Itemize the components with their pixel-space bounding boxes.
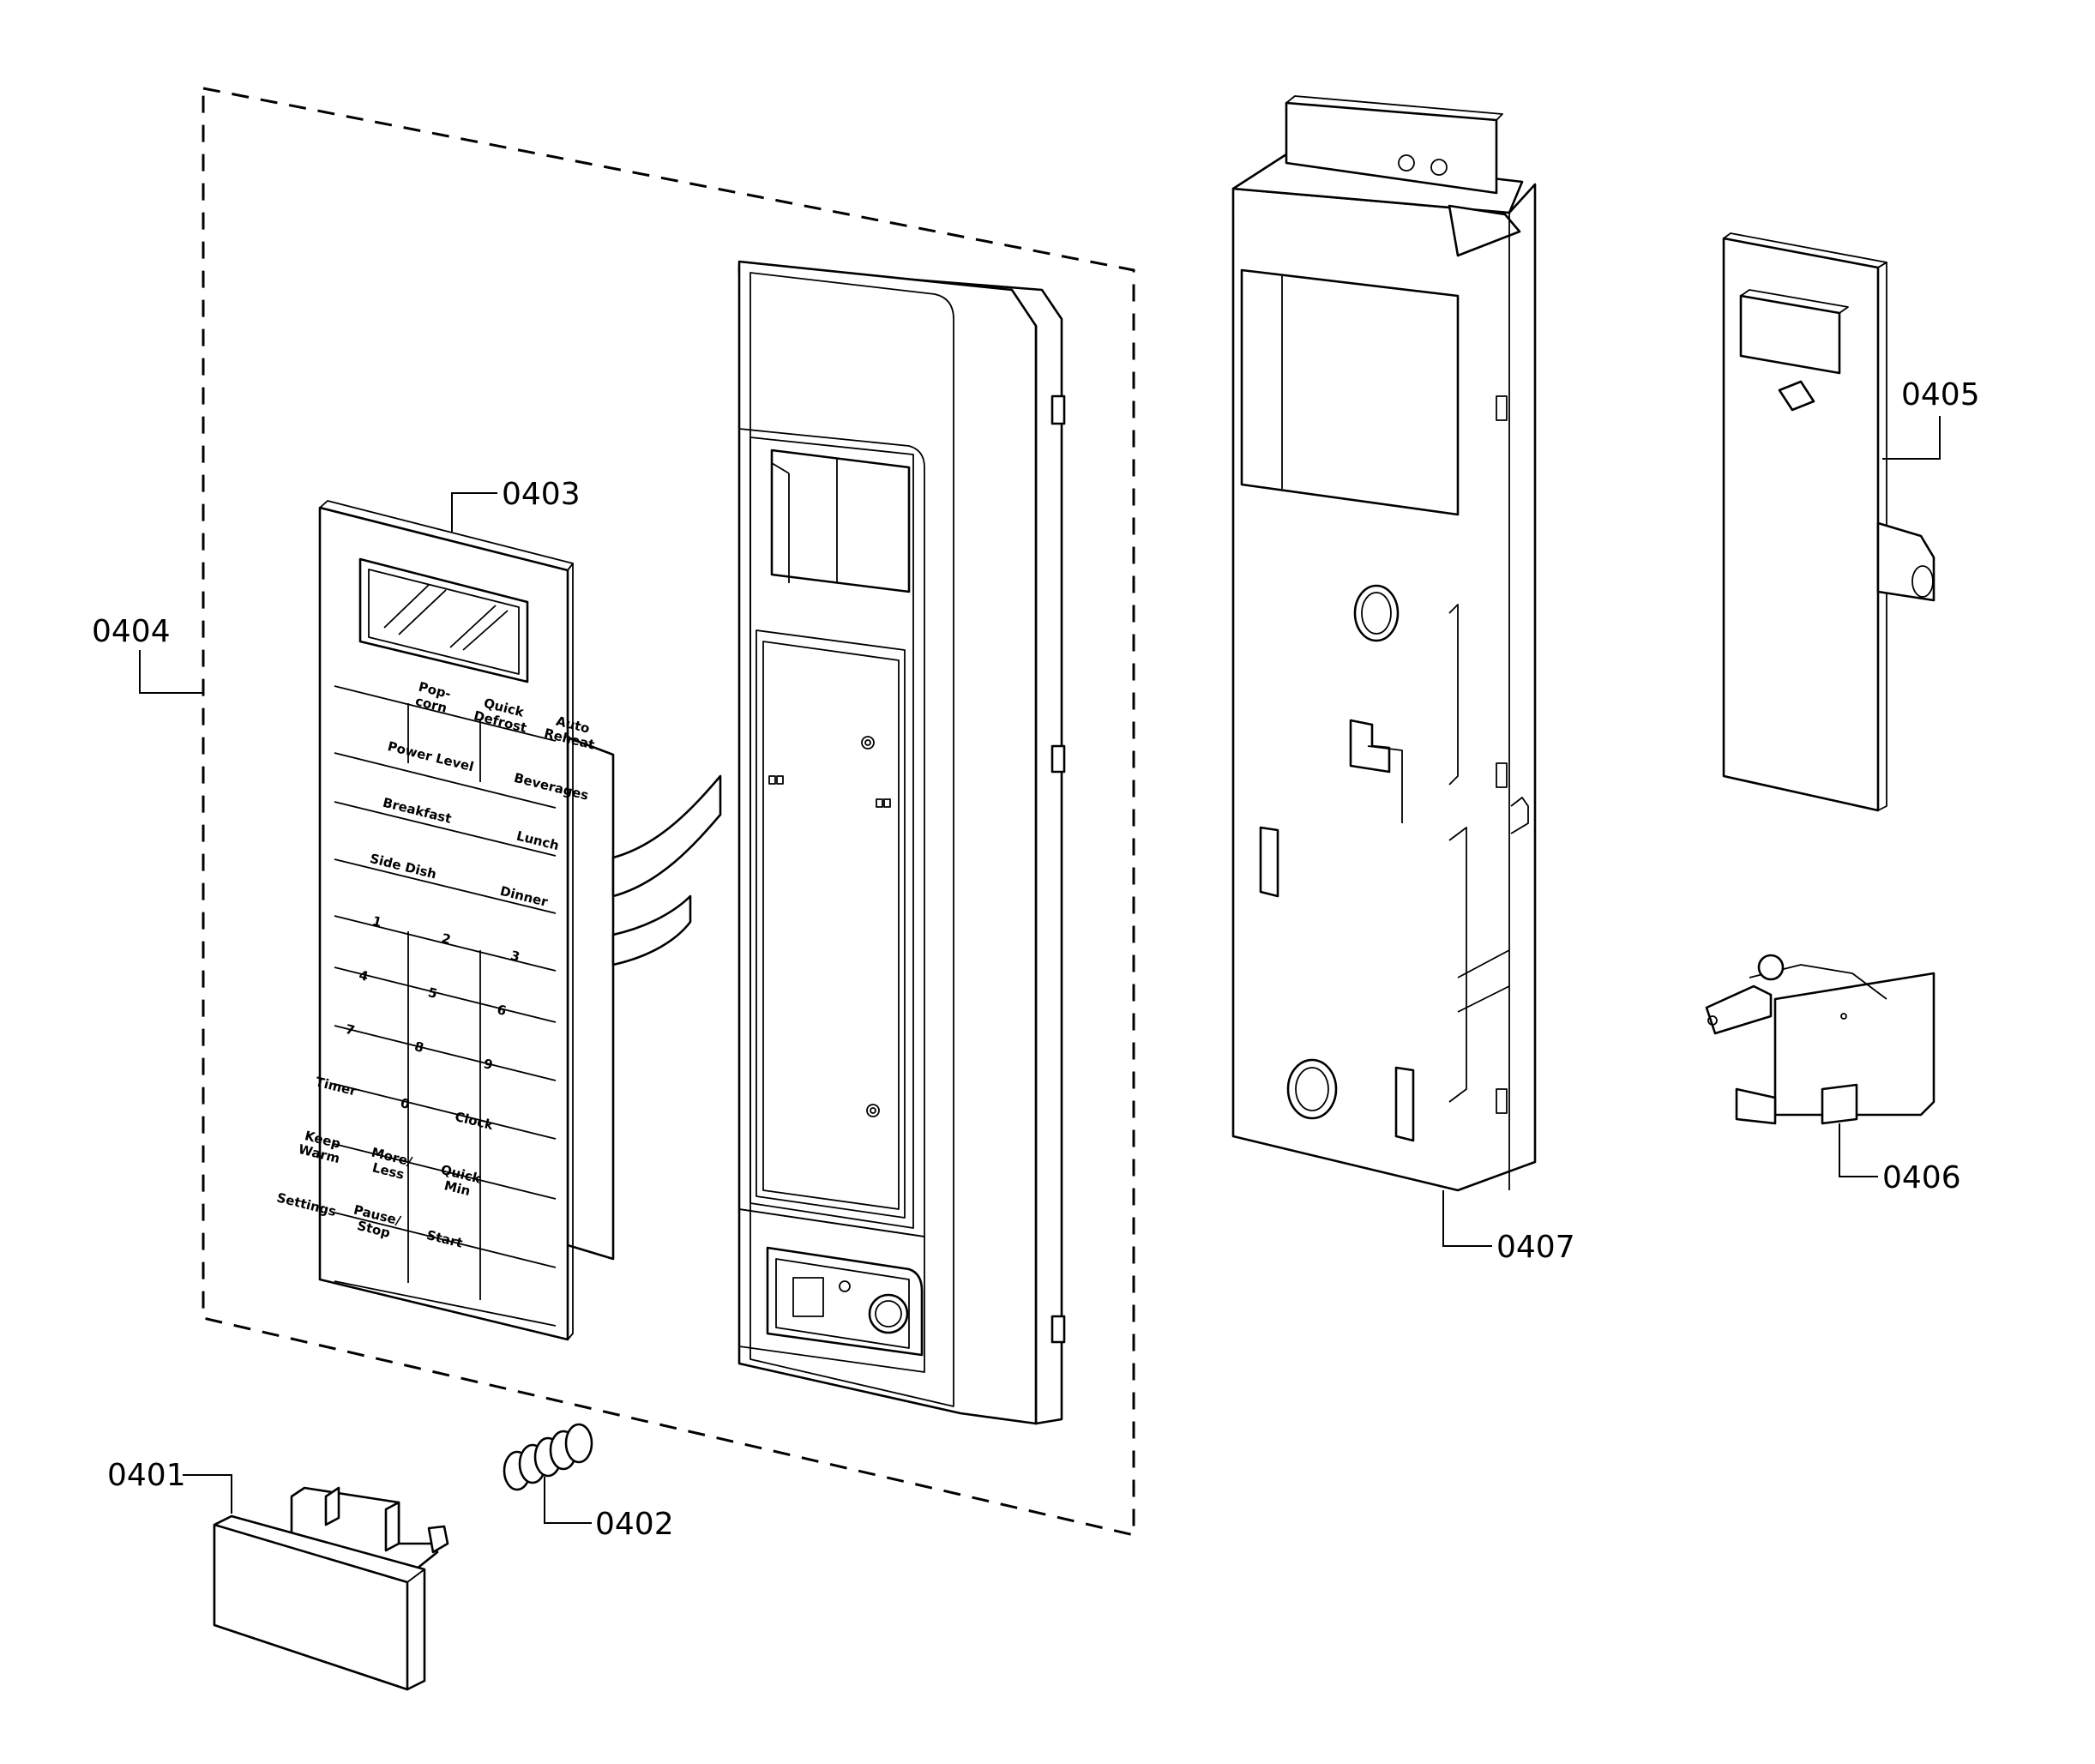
key-2: 2 (440, 930, 452, 948)
callout-0407: 0407 (1442, 1190, 1575, 1265)
keypad-membrane-0403: Pop-corn QuickDefrost AutoReheat Power L… (275, 500, 722, 1341)
svg-text:0406: 0406 (1882, 1160, 1961, 1195)
svg-text:0407: 0407 (1496, 1230, 1575, 1265)
spring-0402 (503, 1423, 593, 1491)
key-1: 1 (370, 913, 382, 930)
callout-0404: 0404 (92, 614, 203, 694)
svg-text:0404: 0404 (92, 614, 171, 649)
key-4: 4 (358, 967, 370, 984)
svg-text:0401: 0401 (107, 1458, 186, 1493)
switch-assembly-0406 (1705, 954, 1935, 1125)
callout-0401: 0401 (107, 1458, 232, 1514)
key-3: 3 (509, 948, 521, 965)
key-7: 7 (344, 1021, 356, 1039)
key-9: 9 (482, 1056, 494, 1073)
key-0: 0 (399, 1095, 411, 1112)
control-panel-frame (737, 260, 1066, 1425)
door-button-0401 (213, 1486, 449, 1691)
key-pause-stop: Pause/Stop (348, 1202, 402, 1243)
callout-0402: 0402 (544, 1477, 674, 1542)
key-5: 5 (426, 984, 438, 1002)
svg-text:0402: 0402 (595, 1507, 674, 1542)
key-6: 6 (496, 1002, 508, 1019)
key-8: 8 (413, 1039, 425, 1056)
svg-text:0405: 0405 (1901, 377, 1980, 412)
svg-text:0403: 0403 (502, 477, 581, 512)
callout-0405: 0405 (1882, 377, 1980, 460)
control-board-0405 (1722, 232, 1935, 812)
callout-0406: 0406 (1839, 1123, 1961, 1195)
callout-0403: 0403 (451, 477, 581, 532)
svg-text:Pause/Stop: Pause/Stop (348, 1202, 402, 1243)
chassis-bracket-0407 (1231, 95, 1537, 1192)
